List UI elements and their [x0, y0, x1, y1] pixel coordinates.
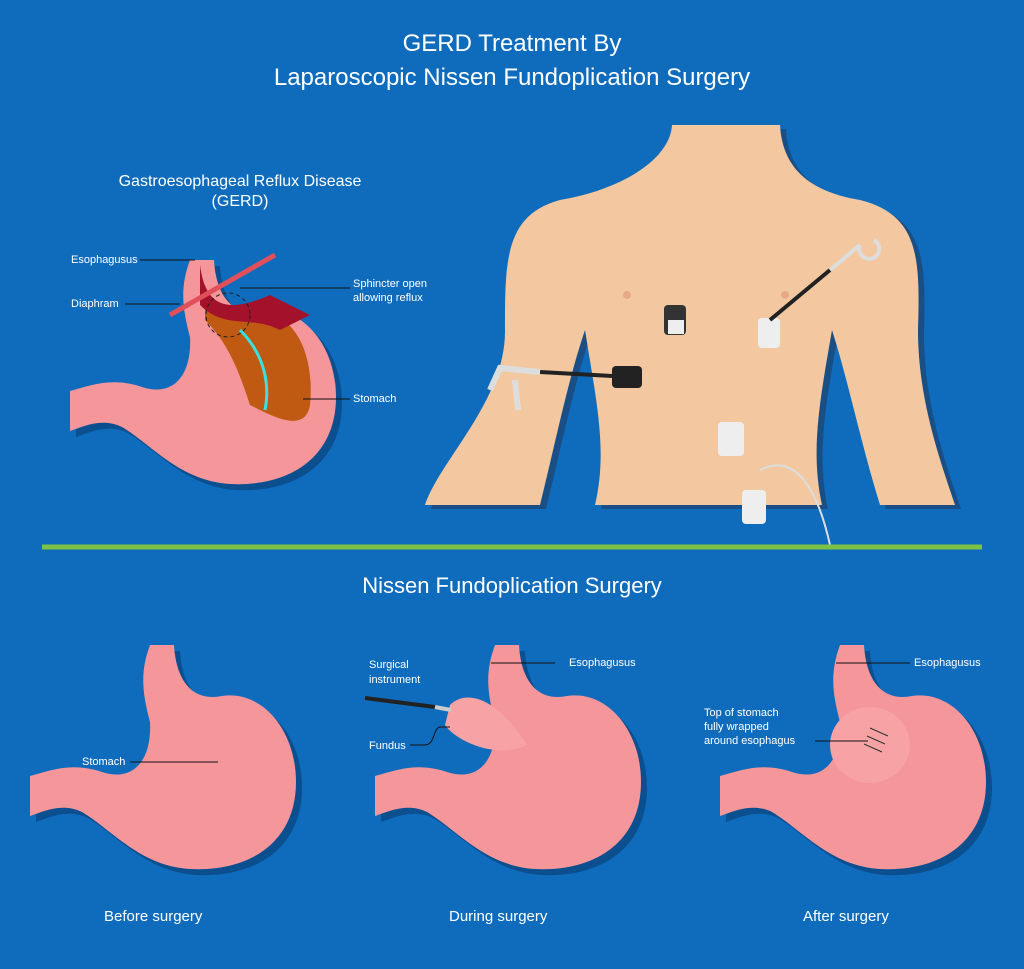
label-fundus: Fundus — [369, 740, 406, 752]
label-instrument-2: instrument — [369, 674, 421, 686]
gerd-heading: Gastroesophageal Reflux Disease — [118, 173, 362, 190]
label-instrument: Surgical — [369, 659, 409, 671]
label-wrap-3: around esophagus — [704, 735, 796, 747]
gerd-stomach-illustration — [70, 252, 342, 491]
caption-during: During surgery — [449, 908, 548, 925]
grasper-icon — [487, 364, 642, 411]
label-wrap: Top of stomach — [704, 707, 779, 719]
caption-before: Before surgery — [104, 908, 203, 925]
label-esophagus-during: Esophagusus — [569, 657, 636, 669]
laparoscope-icon — [718, 422, 831, 546]
label-esophagus-after: Esophagusus — [914, 657, 981, 669]
trocar-icon — [664, 305, 686, 335]
label-diaphragm: Diaphram — [71, 298, 119, 310]
label-wrap-2: fully wrapped — [704, 721, 769, 733]
section-title: Nissen Fundoplication Surgery — [362, 573, 662, 598]
label-sphincter-2: allowing reflux — [353, 292, 423, 304]
caption-after: After surgery — [803, 908, 889, 925]
before-stomach-illustration — [30, 645, 302, 876]
trocar-icon — [758, 238, 882, 348]
torso-illustration — [425, 125, 961, 546]
after-stomach-illustration — [720, 645, 992, 876]
label-esophagus: Esophagusus — [71, 254, 138, 266]
label-stomach: Stomach — [353, 393, 397, 405]
page-subtitle: Laparoscopic Nissen Fundoplication Surge… — [273, 64, 751, 91]
label-stomach-before: Stomach — [82, 756, 126, 768]
label-sphincter: Sphincter open — [353, 278, 427, 290]
gerd-heading-abbr: (GERD) — [211, 193, 269, 210]
during-stomach-illustration — [364, 645, 647, 876]
page-title: GERD Treatment By — [402, 30, 622, 57]
